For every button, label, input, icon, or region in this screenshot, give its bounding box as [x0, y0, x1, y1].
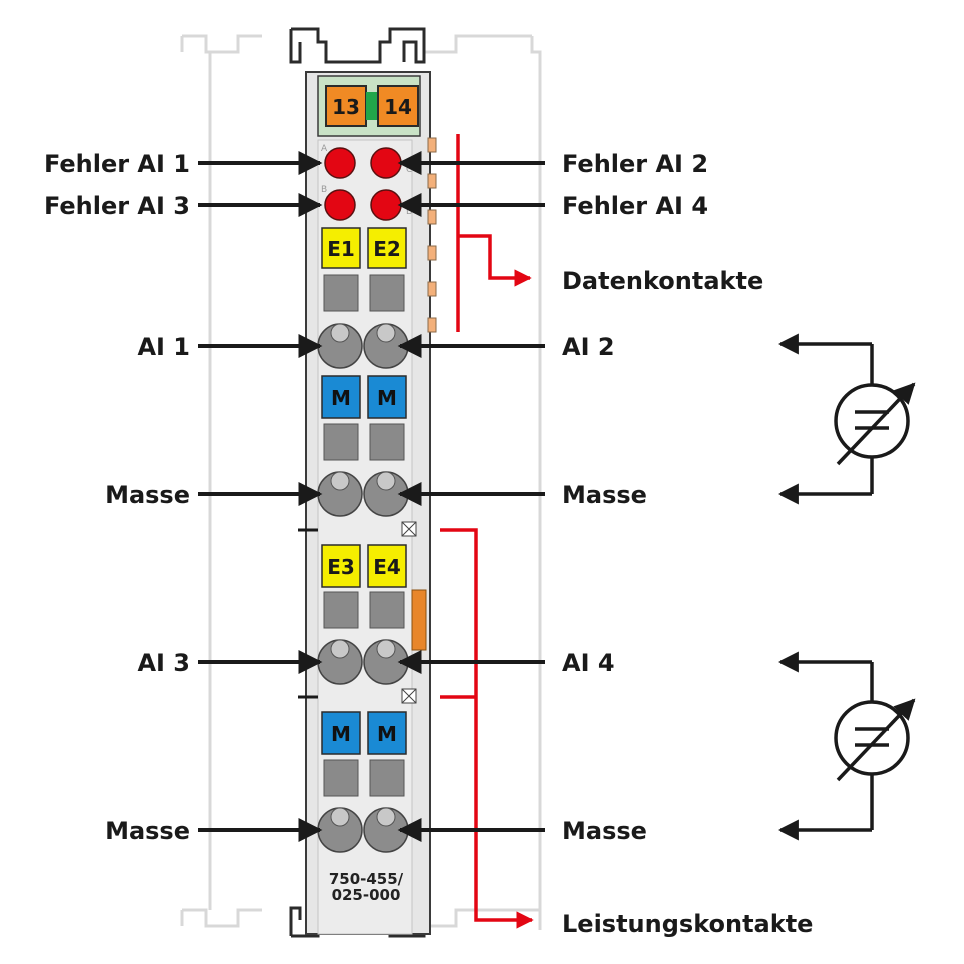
tag-m2-label: M — [377, 386, 397, 410]
top-connector-13[interactable] — [325, 85, 367, 127]
clamp-masse-1r[interactable] — [363, 471, 409, 517]
clamp-ai4[interactable] — [363, 639, 409, 685]
tag-m3 — [321, 711, 361, 755]
tag-e1-label: E1 — [327, 237, 355, 261]
top-connector-13-label: 13 — [332, 95, 360, 119]
clamp-masse-1l[interactable] — [317, 471, 363, 517]
led-letter-d: D — [406, 207, 413, 217]
tag-e1 — [321, 227, 361, 269]
data-contacts-bracket — [456, 134, 532, 332]
release-button-1[interactable] — [323, 274, 359, 312]
release-button-5[interactable] — [323, 591, 359, 629]
release-button-7[interactable] — [323, 759, 359, 797]
label-ai3: AI 3 — [137, 649, 190, 677]
led-error-ai4 — [370, 189, 402, 221]
tag-e4-label: E4 — [373, 555, 401, 579]
sensor-symbol-icon — [777, 333, 916, 505]
tag-e3-label: E3 — [327, 555, 355, 579]
led-error-ai3 — [324, 189, 356, 221]
power-contacts-bracket — [440, 528, 534, 929]
clamp-masse-2l[interactable] — [317, 807, 363, 853]
label-fehler-ai2: Fehler AI 2 — [562, 150, 708, 178]
label-masse-right-2: Masse — [562, 817, 647, 845]
model-number-line2: 025-000 — [332, 886, 401, 904]
tag-e2-label: E2 — [373, 237, 401, 261]
led-letter-b: B — [321, 185, 327, 195]
led-error-ai1 — [324, 147, 356, 179]
sensor-symbol-icon — [777, 651, 916, 841]
housing-inner-panel — [317, 139, 413, 935]
led-letter-a: A — [321, 144, 328, 154]
label-ai1: AI 1 — [137, 333, 190, 361]
tag-m1 — [321, 375, 361, 419]
release-button-8[interactable] — [369, 759, 405, 797]
clamp-ai3[interactable] — [317, 639, 363, 685]
release-button-6[interactable] — [369, 591, 405, 629]
label-masse-right-1: Masse — [562, 481, 647, 509]
clamp-ai1[interactable] — [317, 323, 363, 369]
label-fehler-ai4: Fehler AI 4 — [562, 192, 708, 220]
release-button-4[interactable] — [369, 423, 405, 461]
top-connector-14-label: 14 — [384, 95, 412, 119]
tag-m2 — [367, 375, 407, 419]
label-ai4: AI 4 — [562, 649, 615, 677]
label-fehler-ai1: Fehler AI 1 — [44, 150, 190, 178]
top-connector-bridge — [366, 92, 378, 120]
label-datenkontakte: Datenkontakte — [562, 267, 763, 295]
tag-e2 — [367, 227, 407, 269]
pointer-arrows — [198, 151, 545, 842]
led-letter-c: C — [406, 165, 412, 175]
top-connector-14[interactable] — [377, 85, 419, 127]
label-masse-left-2: Masse — [105, 817, 190, 845]
label-leistungskontakte: Leistungskontakte — [562, 910, 813, 938]
model-number-line1: 750-455/ — [329, 870, 404, 888]
tag-m3-label: M — [331, 722, 351, 746]
release-button-3[interactable] — [323, 423, 359, 461]
data-contact-tabs — [427, 137, 437, 333]
label-masse-left-1: Masse — [105, 481, 190, 509]
label-ai2: AI 2 — [562, 333, 615, 361]
tag-m4 — [367, 711, 407, 755]
label-fehler-ai3: Fehler AI 3 — [44, 192, 190, 220]
power-contact-blade — [411, 589, 427, 651]
clamp-ai2[interactable] — [363, 323, 409, 369]
led-error-ai2 — [370, 147, 402, 179]
tag-e4 — [367, 544, 407, 588]
tag-m1-label: M — [331, 386, 351, 410]
release-button-2[interactable] — [369, 274, 405, 312]
tag-m4-label: M — [377, 722, 397, 746]
tag-e3 — [321, 544, 361, 588]
